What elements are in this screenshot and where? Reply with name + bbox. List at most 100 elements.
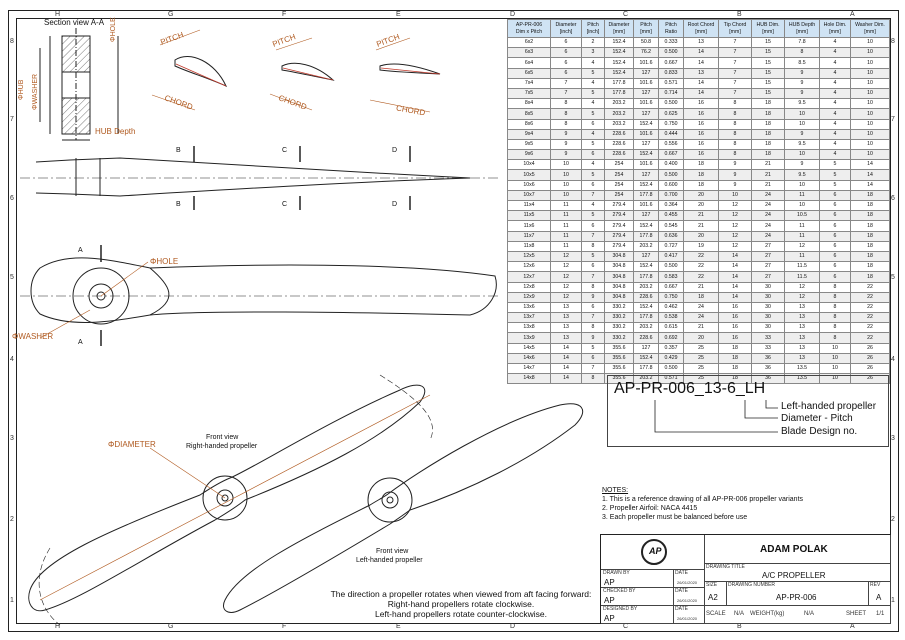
drawing-number: AP-PR-006 — [776, 593, 817, 602]
plan-view-blade — [20, 245, 500, 346]
side-view-blade — [20, 146, 500, 210]
table-cell: 0.444 — [658, 128, 684, 140]
table-cell: 27 — [751, 250, 785, 263]
zone-bottom: B — [737, 623, 742, 630]
front-view-lh-propeller — [223, 403, 584, 613]
table-cell: 7x4 — [507, 77, 551, 89]
table-cell: 9 — [581, 291, 605, 303]
table-cell: 10 — [850, 128, 890, 140]
table-cell: 7 — [550, 87, 582, 100]
table-cell: 10 — [850, 57, 890, 69]
table-cell: 152.4 — [633, 149, 659, 161]
scale-row: SCALE N/A WEIGHT(kg) N/A SHEET 1/1 — [704, 605, 891, 624]
table-cell: 15 — [751, 87, 785, 100]
section-marker-d-top: D — [392, 147, 398, 154]
table-cell: 8 — [819, 291, 851, 303]
table-cell: 4 — [819, 118, 851, 130]
table-cell: 18 — [850, 271, 890, 283]
table-cell: 0.357 — [658, 342, 684, 354]
table-cell: 8 — [819, 281, 851, 293]
table-cell: 127 — [633, 87, 659, 100]
table-cell: 14x8 — [507, 373, 551, 385]
table-cell: 18 — [850, 230, 890, 242]
table-cell: 9 — [784, 67, 820, 79]
table-cell: 0.500 — [658, 362, 684, 375]
table-cell: 18 — [751, 138, 785, 151]
table-cell: 26 — [850, 352, 890, 365]
table-cell: 12 — [784, 240, 820, 252]
table-cell: 11 — [784, 220, 820, 232]
table-cell: 6x2 — [507, 36, 551, 49]
table-cell: 12 — [550, 271, 582, 283]
table-cell: 22 — [683, 271, 719, 283]
table-cell: 16 — [683, 128, 719, 140]
table-cell: 11.5 — [784, 261, 820, 273]
table-cell: 127 — [633, 342, 659, 354]
table-cell: 9 — [718, 179, 752, 191]
table-cell: 25 — [683, 352, 719, 365]
rev: A — [876, 593, 882, 602]
table-cell: 14 — [550, 352, 582, 365]
table-cell: 21 — [751, 159, 785, 171]
table-cell: 254 — [604, 189, 634, 202]
table-cell: 13 — [784, 312, 820, 324]
zone-bottom: H — [55, 623, 61, 630]
table-cell: 203.2 — [604, 108, 634, 120]
table-cell: 152.4 — [604, 47, 634, 59]
table-cell: 7 — [718, 57, 752, 69]
table-cell: 6 — [550, 67, 582, 79]
table-cell: 330.2 — [604, 301, 634, 314]
zone-top: A — [850, 11, 855, 18]
table-cell: 4 — [581, 98, 605, 110]
table-cell: 13x7 — [507, 312, 551, 324]
zone-left: 1 — [10, 597, 14, 604]
company-logo — [641, 539, 667, 565]
table-cell: 19 — [683, 240, 719, 252]
zone-top: D — [510, 11, 516, 18]
table-cell: 18 — [751, 118, 785, 130]
table-cell: 6 — [581, 118, 605, 130]
table-cell: 177.8 — [604, 77, 634, 89]
table-cell: 12 — [784, 291, 820, 303]
table-cell: 177.8 — [633, 312, 659, 324]
table-cell: 8 — [581, 281, 605, 293]
table-cell: 0.714 — [658, 87, 684, 100]
table-cell: 18 — [718, 352, 752, 365]
table-cell: 304.8 — [604, 261, 634, 273]
table-cell: 11x5 — [507, 210, 551, 222]
table-cell: 13x6 — [507, 301, 551, 314]
zone-top: G — [168, 11, 174, 18]
table-cell: 30 — [751, 322, 785, 334]
table-cell: 8 — [581, 240, 605, 252]
table-cell: 101.6 — [633, 57, 659, 69]
note-item: 3. Each propeller must be balanced befor… — [602, 514, 748, 521]
table-cell: 355.6 — [604, 362, 634, 375]
zone-left: 2 — [10, 516, 14, 523]
table-cell: 11 — [550, 220, 582, 232]
table-cell: 9x4 — [507, 128, 551, 140]
note-item: 2. Propeller Airfoil: NACA 4415 — [602, 505, 698, 512]
table-cell: 14x6 — [507, 352, 551, 365]
table-cell: 10 — [850, 87, 890, 100]
table-cell: 9 — [550, 128, 582, 140]
table-cell: 4 — [819, 67, 851, 79]
table-cell: 6 — [819, 240, 851, 252]
table-cell: 8x6 — [507, 118, 551, 130]
table-cell: 16 — [718, 312, 752, 324]
table-cell: 10 — [850, 149, 890, 161]
table-cell: 152.4 — [633, 261, 659, 273]
table-cell: 0.400 — [658, 159, 684, 171]
table-cell: 6 — [550, 57, 582, 69]
table-cell: 16 — [718, 301, 752, 314]
